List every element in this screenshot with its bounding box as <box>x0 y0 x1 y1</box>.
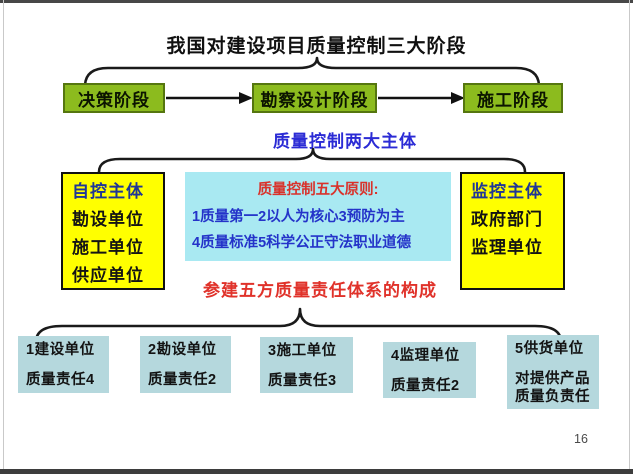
five-principles-title: 质量控制五大原则: <box>257 182 379 198</box>
stage-label: 勘察设计阶段 <box>260 90 369 110</box>
arrow-right-icon <box>166 92 253 104</box>
supervision-role: 监控主体 <box>471 182 543 201</box>
five-principles-box: 质量控制五大原则: 1质量第一2以人为核心3预防为主 4质量标准5科学公正守法职… <box>185 172 451 261</box>
party-name: 5供货单位 <box>515 341 584 357</box>
slide-frame-left <box>3 0 4 474</box>
stage-box-decision: 决策阶段 <box>63 83 165 113</box>
supervision-subject-box: 监控主体 政府部门 监理单位 <box>460 172 565 290</box>
stage-box-construction: 施工阶段 <box>463 83 563 113</box>
stage-box-survey-design: 勘察设计阶段 <box>252 83 377 113</box>
party-name: 3施工单位 <box>268 343 337 359</box>
party-duty: 质量负责任 <box>515 389 590 405</box>
slide-frame-bottom <box>0 469 633 474</box>
five-principles-line: 1质量第一2以人为核心3预防为主 <box>192 209 405 225</box>
stage-label: 施工阶段 <box>477 90 549 110</box>
supervision-unit: 政府部门 <box>471 210 543 229</box>
self-control-subject-box: 自控主体 勘设单位 施工单位 供应单位 <box>61 172 165 290</box>
party-box-supervision: 4监理单位 质量责任2 <box>383 342 476 398</box>
self-control-unit: 勘设单位 <box>72 210 144 229</box>
brace-subjects <box>97 147 527 174</box>
party-box-supplier: 5供货单位 对提供产品 质量负责任 <box>507 335 599 409</box>
party-duty: 对提供产品 <box>515 371 590 387</box>
party-duty: 质量责任2 <box>391 378 460 394</box>
party-duty: 质量责任3 <box>268 373 337 389</box>
slide-frame-top <box>0 0 633 3</box>
stage-label: 决策阶段 <box>78 90 150 110</box>
party-box-survey-design: 2勘设单位 质量责任2 <box>140 336 231 393</box>
five-principles-line: 4质量标准5科学公正守法职业道德 <box>192 235 412 251</box>
self-control-unit: 供应单位 <box>72 266 144 285</box>
party-name: 4监理单位 <box>391 348 460 364</box>
slide-frame-right <box>629 0 630 474</box>
supervision-unit: 监理单位 <box>471 238 543 257</box>
page-number: 16 <box>574 432 588 446</box>
party-name: 1建设单位 <box>26 342 95 358</box>
arrow-right-icon <box>378 92 465 104</box>
self-control-role: 自控主体 <box>72 182 144 201</box>
party-box-client: 1建设单位 质量责任4 <box>18 336 109 393</box>
party-box-construction: 3施工单位 质量责任3 <box>260 337 353 393</box>
brace-parties <box>34 307 563 344</box>
slide-title: 我国对建设项目质量控制三大阶段 <box>166 36 467 57</box>
two-subjects-heading: 质量控制两大主体 <box>273 132 417 151</box>
party-duty: 质量责任2 <box>148 372 217 388</box>
five-parties-heading: 参建五方质量责任体系的构成 <box>203 281 437 300</box>
brace-stages <box>83 56 541 87</box>
party-name: 2勘设单位 <box>148 342 217 358</box>
self-control-unit: 施工单位 <box>72 238 144 257</box>
party-duty: 质量责任4 <box>26 372 95 388</box>
